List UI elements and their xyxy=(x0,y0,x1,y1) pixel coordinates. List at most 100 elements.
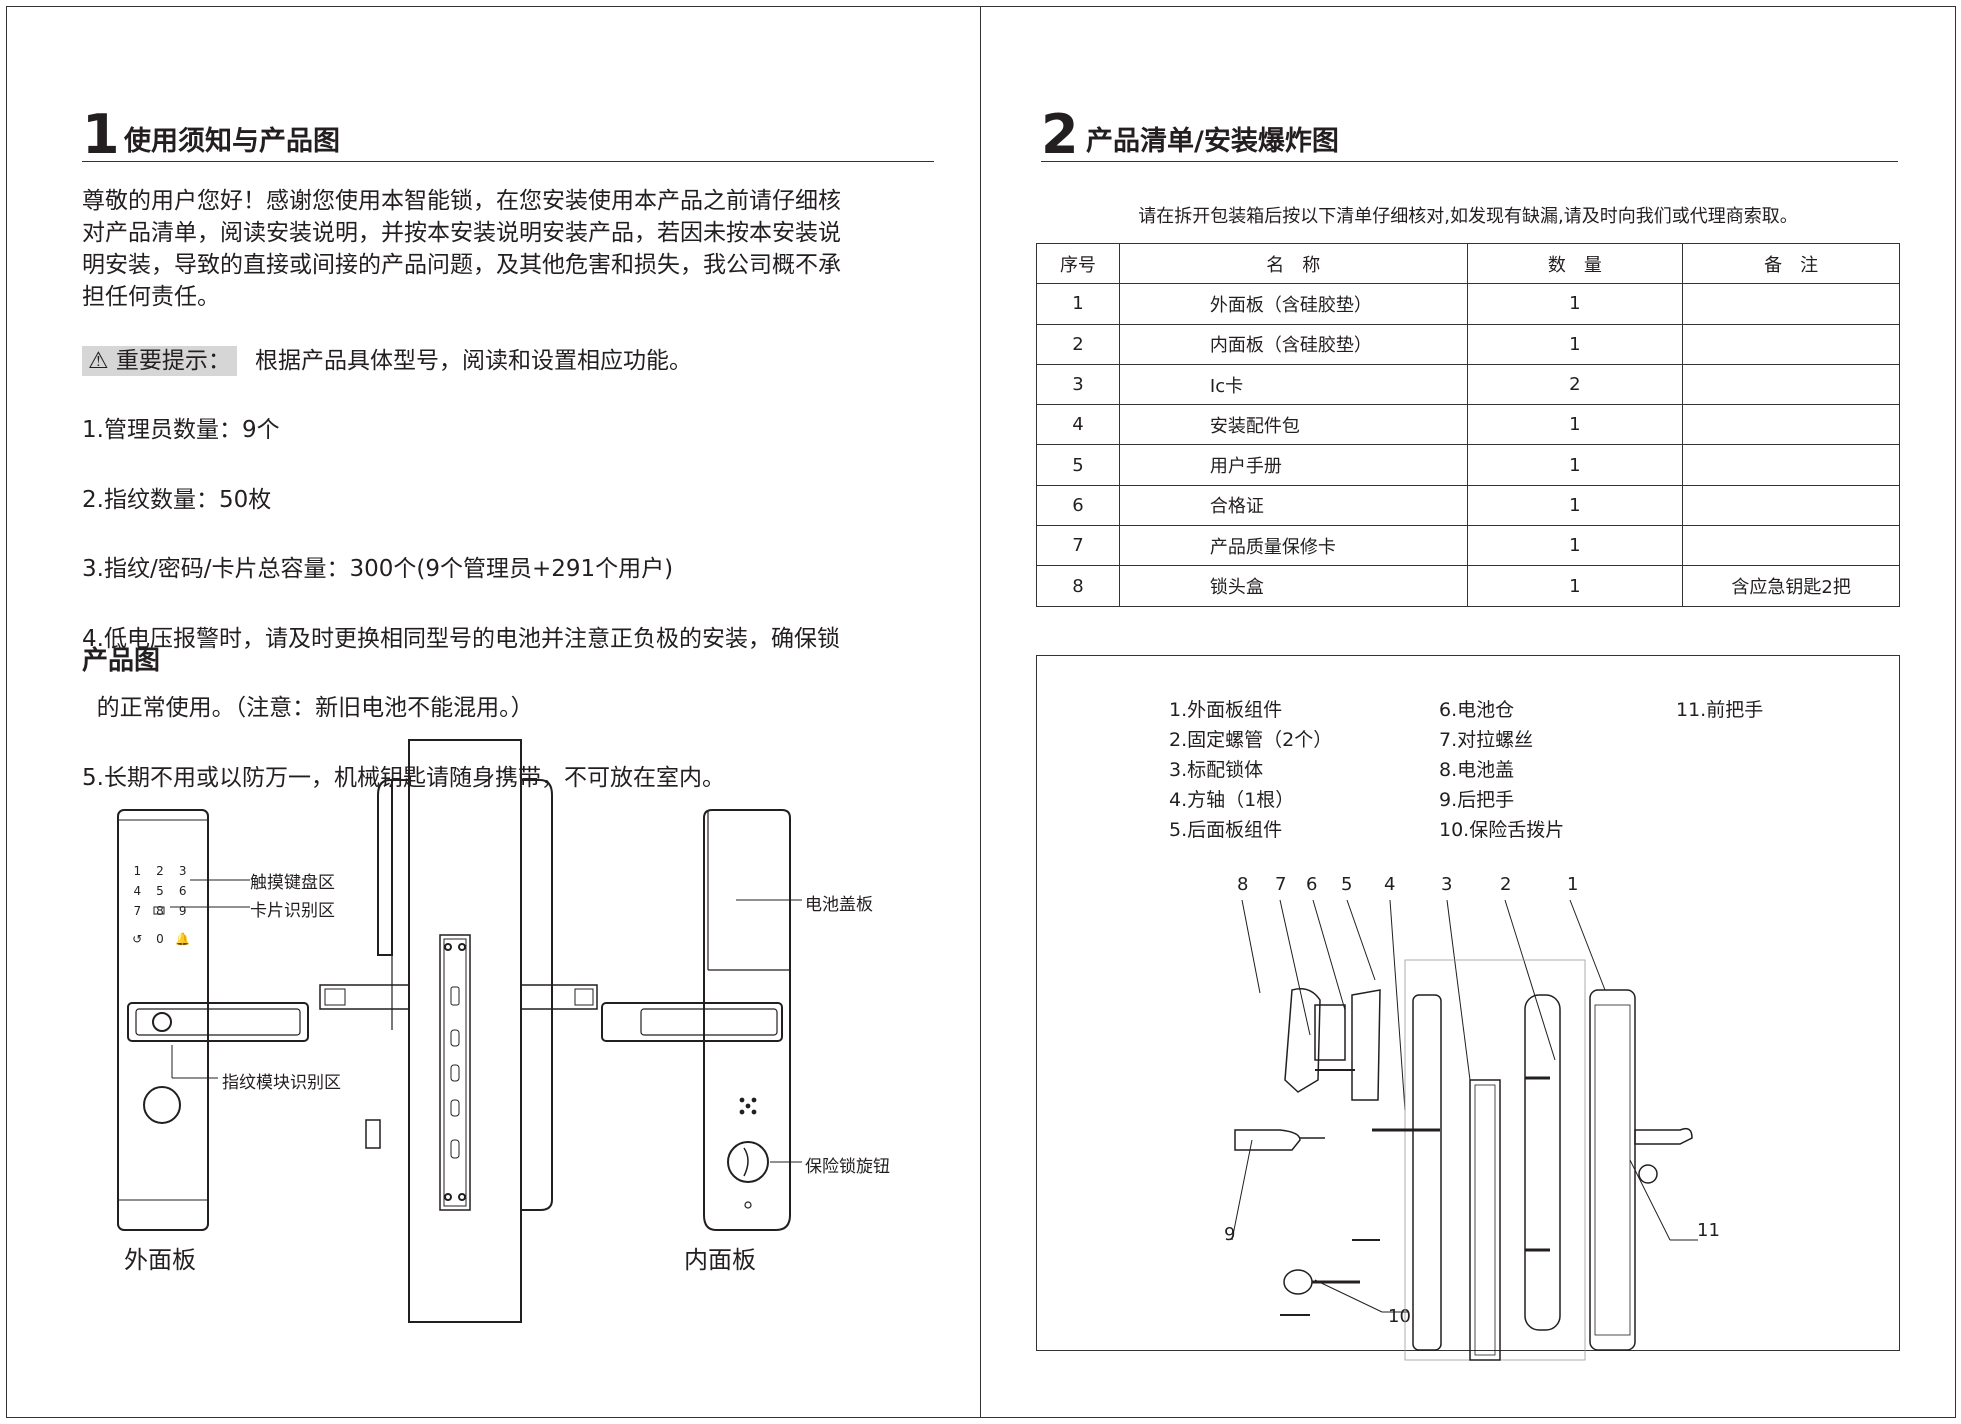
keypad-key: 5 xyxy=(156,884,164,898)
diagram-number: 7 xyxy=(1275,874,1287,895)
callout-safety-knob: 保险锁旋钮 xyxy=(805,1157,890,1177)
exploded-diagram-box xyxy=(1036,655,1900,1351)
table-cell: 2 xyxy=(1466,363,1684,406)
table-header-row: 序号 名 称 数 量 备 注 xyxy=(1036,242,1900,285)
section-number: 1 xyxy=(82,103,120,166)
table-cell: 1 xyxy=(1466,323,1684,365)
list-item: 5.长期不用或以防万一，机械钥匙请随身携带，不可放在室内。 xyxy=(82,764,725,791)
diagram-number: 8 xyxy=(1237,874,1249,895)
table-cell: 锁头盒 xyxy=(1118,565,1468,607)
label-outer-panel: 外面板 xyxy=(124,1246,196,1274)
table-cell: 1 xyxy=(1466,444,1684,486)
table-row: 3 Ic卡 2 xyxy=(1036,363,1900,406)
table-cell: 1 xyxy=(1466,283,1684,325)
page-frame xyxy=(6,6,1956,1418)
table-header: 序号 xyxy=(1036,242,1120,285)
part-label: 5.后面板组件 xyxy=(1169,819,1283,841)
table-cell xyxy=(1682,363,1900,406)
inner-panel-illustration xyxy=(601,809,802,1231)
table-cell: 7 xyxy=(1036,525,1120,567)
table-cell xyxy=(1682,404,1900,446)
diagram-number: 3 xyxy=(1441,874,1453,895)
callout-fingerprint: 指纹模块识别区 xyxy=(222,1073,341,1093)
keypad-key: 0 xyxy=(156,932,164,946)
table-cell: 合格证 xyxy=(1118,484,1468,527)
callout-card-reader: 卡片识别区 xyxy=(250,901,335,921)
intro-line: 明安装，导致的直接或间接的产品问题，及其他危害和损失，我公司概不承 xyxy=(82,252,841,278)
keypad-key: 7 xyxy=(133,904,142,918)
list-item: 4.低电压报警时，请及时更换相同型号的电池并注意正负极的安装，确保锁 xyxy=(82,625,840,652)
exploded-drawing xyxy=(1231,899,1698,1361)
list-item: 1.管理员数量：9个 xyxy=(82,417,280,443)
keypad-key: 2 xyxy=(156,864,164,878)
intro-line: 对产品清单，阅读安装说明，并按本安装说明安装产品，若因未按本安装说 xyxy=(82,220,841,246)
list-item: 2.指纹数量：50枚 xyxy=(82,486,272,513)
part-label: 2.固定螺管（2个） xyxy=(1169,729,1333,751)
table-row: 1 外面板（含硅胶垫） 1 xyxy=(1036,283,1900,325)
intro-paragraph: 尊敬的用户您好！感谢您使用本智能锁，在您安装使用本产品之前请仔细核 对产品清单，… xyxy=(82,185,841,313)
page-divider xyxy=(980,6,981,1418)
list-item: 3.指纹/密码/卡片总容量：300个(9个管理员+291个用户) xyxy=(82,556,674,582)
product-drawing xyxy=(117,739,802,1323)
notice-text: 根据产品具体型号，阅读和设置相应功能。 xyxy=(254,348,692,374)
label-inner-panel: 内面板 xyxy=(684,1246,756,1274)
diagram-number: 9 xyxy=(1224,1224,1236,1245)
keypad-key: ↺ xyxy=(132,932,143,946)
part-label: 4.方轴（1根） xyxy=(1169,789,1295,811)
notice-row: ⚠ 重要提示： 根据产品具体型号，阅读和设置相应功能。 xyxy=(82,346,692,376)
diagram-number: 2 xyxy=(1500,874,1512,895)
keypad-key: 3 xyxy=(178,864,187,878)
table-cell: 2 xyxy=(1036,323,1120,365)
table-cell: 1 xyxy=(1036,283,1120,325)
table-cell xyxy=(1682,525,1900,567)
diagram-number: 4 xyxy=(1384,874,1396,895)
keypad-key: 🔔 xyxy=(175,932,191,946)
part-label: 8.电池盖 xyxy=(1439,759,1515,781)
keypad-key: 6 xyxy=(178,884,187,898)
intro-line: 尊敬的用户您好！感谢您使用本智能锁，在您安装使用本产品之前请仔细核 xyxy=(82,188,841,214)
table-header: 名 称 xyxy=(1118,242,1468,285)
keypad-key: 8 xyxy=(156,904,164,918)
table-row: 7 产品质量保修卡 1 xyxy=(1036,525,1900,567)
table-cell: 4 xyxy=(1036,404,1120,446)
section-title: 产品清单/安装爆炸图 xyxy=(1086,126,1339,157)
table-cell: 1 xyxy=(1466,484,1684,527)
outer-panel-illustration xyxy=(117,809,309,1231)
table-cell: 3 xyxy=(1036,363,1120,406)
table-cell: 1 xyxy=(1466,525,1684,567)
keypad: 1 2 3 4 5 6 7 8 9 ↺ 0 🔔 xyxy=(126,864,194,946)
table-cell: 外面板（含硅胶垫） xyxy=(1118,283,1468,325)
keypad-key: 9 xyxy=(178,904,187,918)
intro-line: 担任何责任。 xyxy=(82,284,220,310)
table-row: 8 锁头盒 1 含应急钥匙2把 xyxy=(1036,565,1900,607)
part-label: 10.保险舌拨片 xyxy=(1439,819,1565,841)
callout-battery-cover: 电池盖板 xyxy=(805,895,873,915)
table-header: 备 注 xyxy=(1682,242,1900,285)
table-cell: 1 xyxy=(1466,565,1684,607)
table-cell: Ic卡 xyxy=(1118,363,1468,406)
table-row: 4 安装配件包 1 xyxy=(1036,404,1900,446)
part-label: 3.标配锁体 xyxy=(1169,759,1264,781)
part-label: 1.外面板组件 xyxy=(1169,699,1283,721)
table-cell: 8 xyxy=(1036,565,1120,607)
table-row: 6 合格证 1 xyxy=(1036,484,1900,527)
section-number: 2 xyxy=(1041,103,1079,166)
product-list-table: 序号 名 称 数 量 备 注 1 外面板（含硅胶垫） 1 2 内面板（含硅胶垫）… xyxy=(1036,242,1900,607)
notes-list: 1.管理员数量：9个 2.指纹数量：50枚 3.指纹/密码/卡片总容量：300个… xyxy=(82,377,840,813)
diagram-number: 1 xyxy=(1567,874,1579,895)
diagram-number: 11 xyxy=(1697,1220,1720,1241)
section-rule xyxy=(82,161,934,162)
part-label: 6.电池仓 xyxy=(1439,699,1515,721)
table-cell: 安装配件包 xyxy=(1118,404,1468,446)
callout-touch-keypad: 触摸键盘区 xyxy=(250,873,335,893)
checklist-intro: 请在拆开包装箱后按以下清单仔细核对,如发现有缺漏,请及时向我们或代理商索取。 xyxy=(1138,206,1798,227)
notice-label: ⚠ 重要提示： xyxy=(82,346,237,376)
diagram-number: 6 xyxy=(1306,874,1318,895)
table-cell: 5 xyxy=(1036,444,1120,486)
part-label: 9.后把手 xyxy=(1439,789,1515,811)
part-label: 7.对拉螺丝 xyxy=(1439,729,1534,751)
table-cell xyxy=(1682,283,1900,325)
list-item: 的正常使用。（注意：新旧电池不能混用。） xyxy=(82,695,534,721)
table-cell: 产品质量保修卡 xyxy=(1118,525,1468,567)
table-cell: 1 xyxy=(1466,404,1684,446)
